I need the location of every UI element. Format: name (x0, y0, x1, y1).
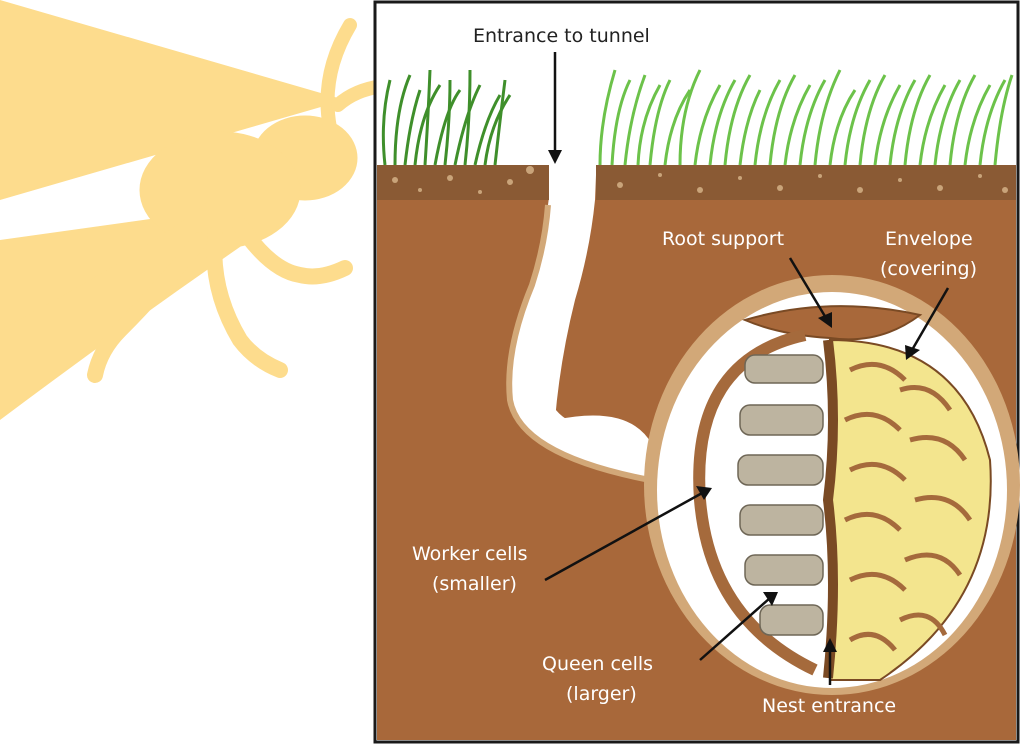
label-queen-cells-larger: (larger) (566, 683, 637, 705)
nest (644, 275, 1020, 695)
label-entrance-to-tunnel: Entrance to tunnel (473, 25, 650, 47)
label-queen-cells: Queen cells (542, 653, 653, 675)
topsoil-band (377, 165, 549, 200)
label-nest-entrance: Nest entrance (762, 695, 896, 717)
wasp-silhouette (0, 0, 400, 420)
label-envelope: Envelope (885, 228, 973, 250)
label-worker-cells-smaller: (smaller) (432, 573, 517, 595)
label-envelope-covering: (covering) (880, 258, 977, 280)
nest-stalk (828, 340, 833, 678)
label-root-support: Root support (662, 228, 784, 250)
topsoil-band-right (596, 165, 1016, 200)
label-worker-cells: Worker cells (412, 543, 528, 565)
